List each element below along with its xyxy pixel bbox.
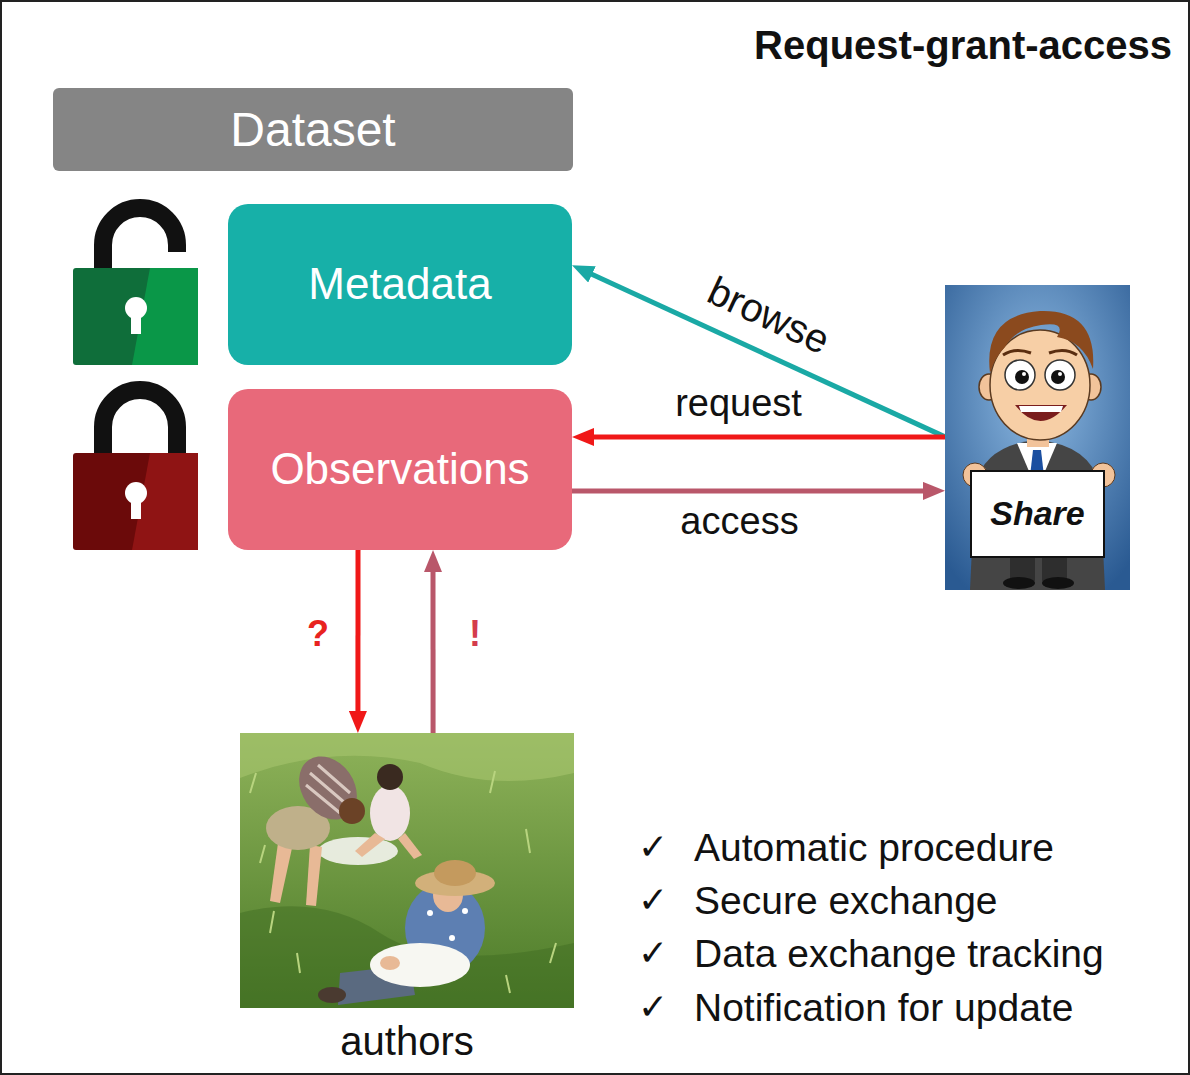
cartoon-sharer (1015, 370, 1029, 384)
field-photo (427, 910, 433, 916)
closed-lock-icon (73, 390, 198, 550)
closed-lock-icon (73, 453, 198, 550)
field-photo (250, 771, 556, 993)
open-lock-icon (131, 308, 141, 334)
dataset-header: Dataset (53, 88, 573, 171)
check-mark: ✓ (638, 932, 668, 973)
cartoon-sharer (1003, 577, 1035, 589)
cartoon-sharer (1015, 405, 1067, 421)
field-photo (318, 987, 346, 1003)
diagram-title: Request-grant-access (754, 22, 1172, 68)
field-photo (398, 833, 422, 859)
flow-arrow (586, 434, 945, 439)
field-photo (306, 845, 322, 906)
authors-photo: authors (240, 733, 574, 1068)
field-photo (462, 908, 468, 914)
cartoon-sharer (989, 311, 1093, 373)
edge-label: browse (698, 267, 839, 364)
cartoon-sharer (1022, 372, 1026, 376)
check-mark: ✓ (638, 826, 668, 867)
cartoon-sharer (945, 285, 1130, 590)
box-label: Metadata (308, 259, 491, 310)
check-mark: ✓ (638, 986, 668, 1027)
cartoon-sharer (945, 285, 1130, 590)
feature-item: Notification for update (694, 986, 1073, 1031)
box-label: Dataset (230, 102, 395, 157)
field-photo (449, 935, 455, 941)
field-photo (339, 798, 365, 824)
field-photo (377, 764, 403, 790)
closed-lock-icon (131, 493, 141, 519)
feature-item: Automatic procedure (694, 826, 1054, 871)
cartoon-sharer (1005, 360, 1035, 390)
closed-lock-icon (103, 390, 177, 455)
observations-box: Observations (228, 389, 572, 550)
field-photo (240, 733, 574, 1008)
feature-item: Secure exchange (694, 879, 998, 924)
feature-item: Data exchange tracking (694, 932, 1104, 977)
check-mark: ✓ (638, 879, 668, 920)
photo-caption: authors (340, 1018, 473, 1064)
cartoon-sharer (1049, 350, 1077, 355)
field-photo (270, 843, 292, 903)
field-photo (240, 733, 574, 1008)
cartoon-sharer (1058, 372, 1062, 376)
metadata-box: Metadata (228, 204, 572, 365)
field-photo (380, 956, 400, 970)
sign-text: Share (970, 470, 1105, 558)
cartoon-sharer (1045, 360, 1075, 390)
field-photo (240, 733, 574, 781)
edge-label: ? (304, 614, 332, 654)
open-lock-icon (103, 208, 177, 270)
box-label: Observations (270, 444, 529, 495)
field-photo (370, 943, 470, 987)
flow-arrow (572, 488, 931, 493)
edge-label: ! (466, 614, 484, 654)
cartoon-sharer (1003, 350, 1031, 355)
edge-label: request (672, 383, 805, 425)
open-lock-icon (73, 268, 198, 365)
open-lock-icon (73, 208, 198, 365)
cartoon-sharer (970, 440, 1105, 590)
flow-arrow (431, 564, 436, 733)
field-photo (434, 860, 476, 886)
field-photo (240, 733, 574, 1008)
cartoon-sharer (1051, 370, 1065, 384)
field-photo (370, 785, 410, 841)
cartoon-sharer (1019, 406, 1063, 412)
edge-label: access (677, 501, 801, 543)
field-photo (287, 745, 369, 831)
field-photo (355, 833, 385, 857)
sharer-figure: Share (945, 285, 1130, 590)
flow-arrow (355, 550, 360, 719)
cartoon-sharer (1042, 577, 1074, 589)
